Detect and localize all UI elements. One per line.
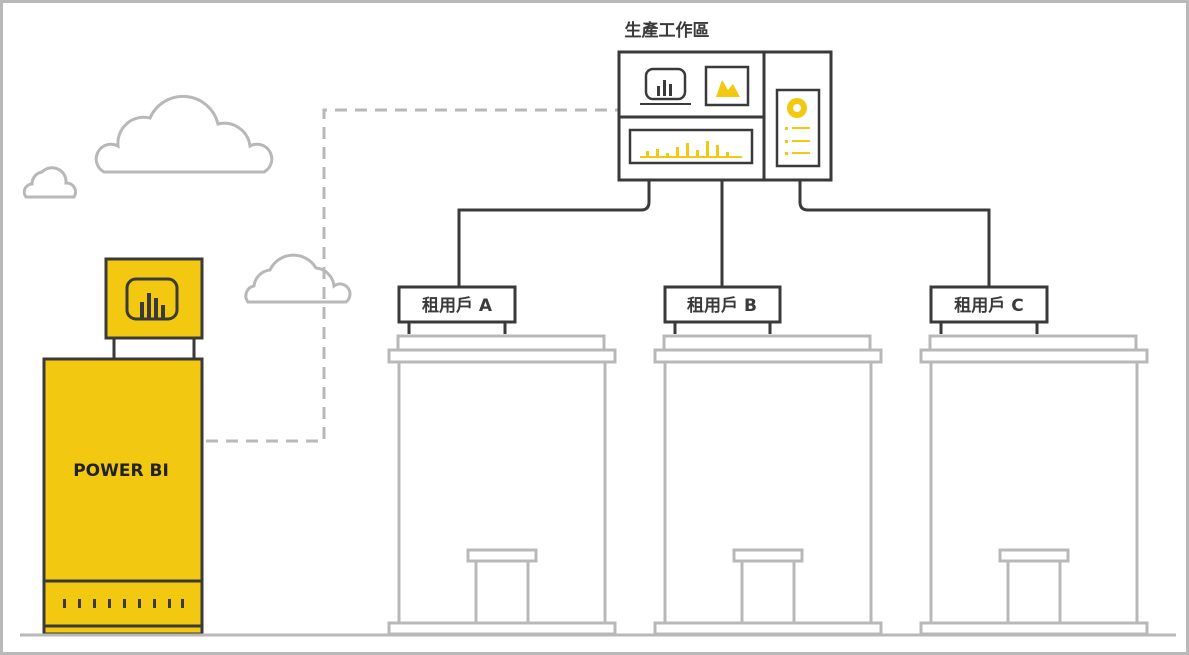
tenant-connectors: [457, 180, 991, 287]
tenant-label: 租用戶 A: [422, 295, 493, 316]
bar-chart-icon: [628, 128, 754, 165]
tenant-label: 租用戶 B: [687, 295, 757, 316]
powerbi-logo-icon: [125, 277, 179, 321]
workspace-panel: [617, 50, 833, 182]
vent-dots: [63, 599, 184, 608]
tenant-sign: 租用戶 B: [663, 285, 782, 334]
workspace-title: 生產工作區: [625, 20, 710, 41]
dashboard-icon: [775, 88, 821, 168]
cloud-icon: [22, 166, 78, 199]
tenant-building: [653, 334, 883, 636]
powerbi-tower: POWER BI: [42, 257, 204, 636]
dashed-connector: [206, 108, 618, 443]
powerbi-label: POWER BI: [73, 461, 169, 481]
cloud-icon: [244, 253, 352, 304]
report-icon: [640, 67, 691, 105]
area-chart-icon: [704, 65, 750, 107]
tenant-building: [919, 334, 1149, 636]
tenant-sign: 租用戶 A: [397, 285, 517, 334]
tenant-building: [387, 334, 617, 636]
cloud-icon: [94, 94, 274, 174]
tenant-label: 租用戶 C: [954, 295, 1023, 316]
tenant-sign: 租用戶 C: [929, 285, 1049, 334]
